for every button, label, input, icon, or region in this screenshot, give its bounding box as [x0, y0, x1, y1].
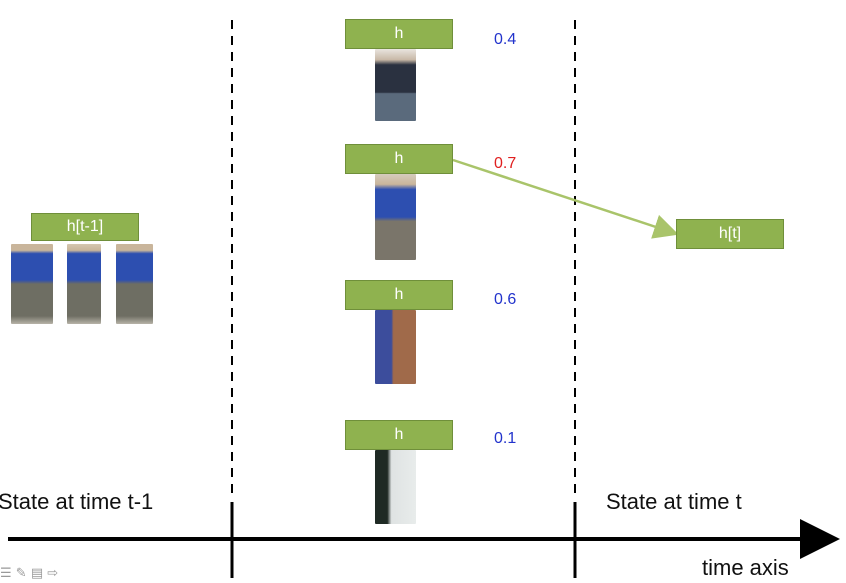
candidate-score-2: 0.7 — [494, 155, 517, 172]
candidate-box-3: h — [345, 280, 453, 310]
prev-state-caption: State at time t-1 — [0, 489, 154, 514]
candidate-box-4: h — [345, 420, 453, 450]
current-state-box: h[t] — [676, 219, 784, 249]
person-thumbnail — [375, 49, 416, 121]
pen-icon[interactable]: ✎ — [15, 566, 27, 581]
candidate-score-1: 0.4 — [494, 31, 517, 48]
person-thumbnail — [375, 174, 416, 260]
selection-arrow — [452, 158, 679, 239]
person-thumbnail — [67, 244, 101, 324]
time-axis-label: time axis — [702, 555, 789, 580]
person-thumbnail — [116, 244, 153, 324]
next-arrow-icon[interactable]: ⇨ — [47, 566, 59, 581]
current-state-caption: State at time t — [606, 489, 742, 514]
menu-icon[interactable]: ☰ — [0, 566, 12, 581]
prev-state-box: h[t-1] — [31, 213, 139, 241]
candidate-score-3: 0.6 — [494, 291, 517, 308]
candidate-box-1: h — [345, 19, 453, 49]
slide-controls[interactable]: ☰ ✎ ▤ ⇨ — [0, 566, 58, 581]
candidate-box-2: h — [345, 144, 453, 174]
candidate-score-4: 0.1 — [494, 430, 517, 447]
notes-icon[interactable]: ▤ — [30, 566, 44, 581]
person-thumbnail — [375, 450, 416, 524]
person-thumbnail — [11, 244, 53, 324]
person-thumbnail — [375, 310, 416, 384]
